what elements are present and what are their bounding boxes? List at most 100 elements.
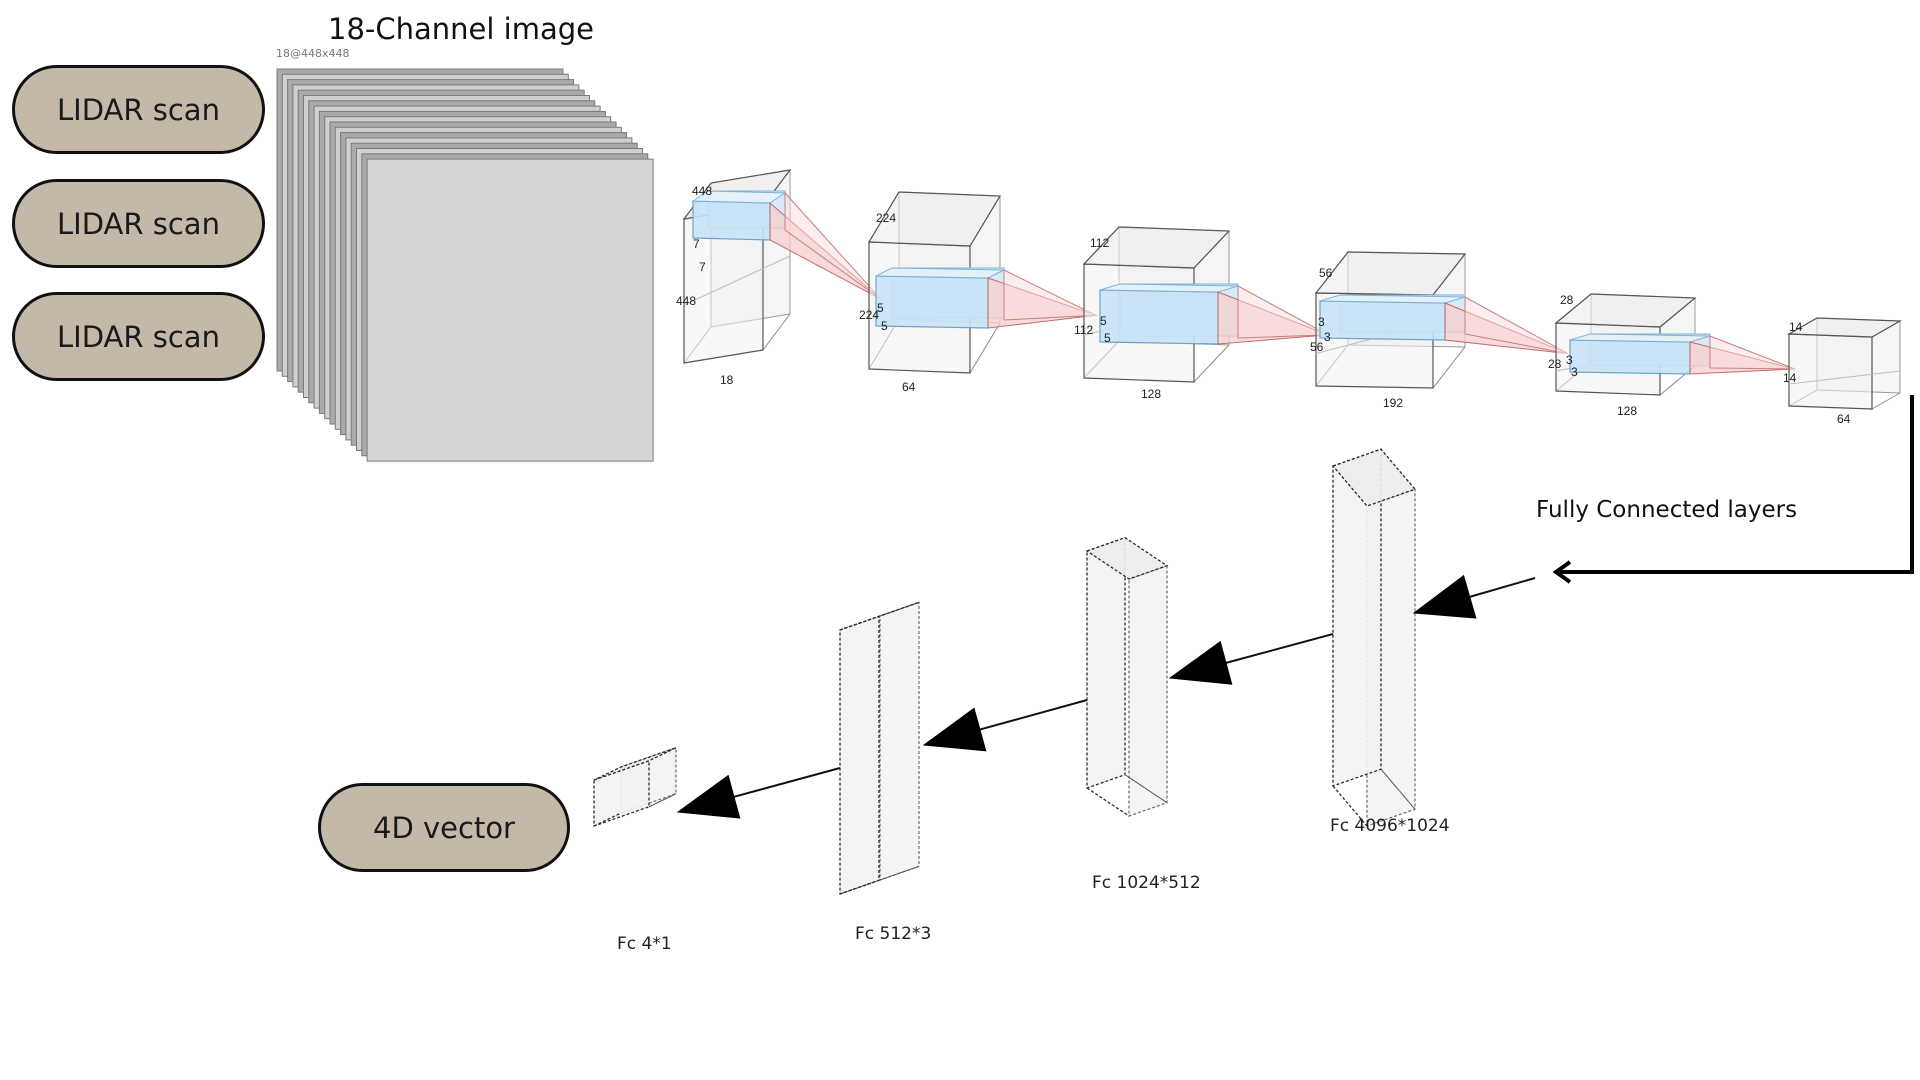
- conv-block-2-top: [867, 191, 1002, 247]
- fc-prism-1-bottom-edge: [1332, 785, 1368, 827]
- conv-height-label-5: 28: [1548, 357, 1562, 371]
- fc-arrowhead-1: [1412, 574, 1477, 619]
- conv-block-6: 14 14 64: [1783, 317, 1903, 426]
- fc-arrowhead-4: [676, 774, 741, 819]
- conv-block-5-top: [1554, 293, 1697, 328]
- fc-prism-4-front: [593, 759, 650, 827]
- fc-prism-2-bottom-edge: [1086, 787, 1130, 817]
- kernel-label-a-4: 3: [1318, 315, 1325, 329]
- image-stack: [276, 68, 654, 462]
- fc-arrowhead-2: [1168, 640, 1233, 685]
- projection-cone-back-4: [1464, 296, 1569, 355]
- conv-block-6-front: [1788, 333, 1873, 410]
- conv-width-label-5: 28: [1560, 293, 1574, 307]
- conv-depth-label-3: 128: [1141, 387, 1161, 401]
- kernel-label-b-3: 5: [1104, 331, 1111, 345]
- conv-depth-label-2: 64: [902, 380, 916, 394]
- conv-width-label-3: 112: [1090, 236, 1109, 250]
- projection-cone-back-2: [1003, 269, 1098, 321]
- fc-prism-3-bottom-edge: [839, 879, 881, 895]
- conv-height-label-4: 56: [1310, 340, 1324, 354]
- conv-block-1-midline: [683, 255, 791, 306]
- fc-prism-2-inner-edge: [1124, 774, 1168, 804]
- image-stack-title: 18-Channel image: [328, 12, 594, 46]
- kernel-5-front: [1569, 339, 1691, 375]
- fc-prism-4: [593, 746, 677, 827]
- conv-block-6-midline: [1788, 370, 1901, 385]
- fc-arrow-shaft-4: [733, 767, 841, 798]
- kernel-label-b-5: 3: [1571, 365, 1578, 379]
- kernel-2-top: [875, 267, 1005, 279]
- fc-connector-line: [1560, 395, 1914, 574]
- conv-layers: 4484481877224224645511211212855565619233…: [676, 169, 1903, 426]
- conv-block-3-edge-3: [1193, 344, 1230, 383]
- conv-width-label-1: 448: [692, 184, 712, 198]
- fc-arrowhead-3: [922, 707, 987, 752]
- lidar-scan-pill-3: LIDAR scan: [12, 292, 265, 381]
- fc-arrow-shaft-2: [1225, 633, 1334, 664]
- fc-layers: [593, 448, 1417, 895]
- conv-width-label-4: 56: [1319, 266, 1333, 280]
- fc-section-title: Fully Connected layers: [1536, 497, 1798, 523]
- fc-prism-3-front: [839, 615, 880, 895]
- image-stack-subtitle: 18@448x448: [276, 47, 350, 60]
- kernel-label-b-1: 7: [699, 260, 706, 274]
- fc-arrow-shaft-1: [1469, 577, 1536, 598]
- fc-arrow-shaft-3: [979, 699, 1088, 731]
- fc-prism-3-inner-edge: [878, 865, 920, 881]
- fc-prism-2-front: [1086, 536, 1126, 789]
- kernel-4-top: [1319, 294, 1466, 304]
- kernel-2: [875, 267, 1005, 329]
- conv-block-4: 56 56 192 33: [1310, 251, 1569, 410]
- conv-block-6-edge-3: [1871, 392, 1901, 410]
- connector-arrows: [676, 395, 1914, 819]
- fc-label-3: Fc 512*3: [855, 924, 932, 944]
- conv-height-label-2: 224: [859, 308, 879, 322]
- conv-block-6-top: [1786, 317, 1903, 338]
- kernel-3-front: [1099, 289, 1219, 345]
- kernel-3: [1099, 283, 1239, 345]
- kernel-label-a-2: 5: [877, 301, 884, 315]
- kernel-5-top: [1569, 333, 1711, 343]
- fc-prism-2-right: [1128, 564, 1168, 817]
- kernel-label-b-4: 3: [1324, 330, 1331, 344]
- kernel-label-a-1: 7: [693, 237, 700, 251]
- fc-prism-3-top: [839, 601, 920, 631]
- fc-prism-1-inner-edge: [1380, 768, 1416, 810]
- kernel-label-a-3: 5: [1100, 314, 1107, 328]
- fc-prism-3: [839, 601, 920, 895]
- fc-prism-1-top: [1331, 448, 1417, 507]
- fc-prism-4-top: [593, 747, 677, 781]
- conv-height-label-6: 14: [1783, 371, 1797, 385]
- output-vector-pill: 4D vector: [318, 783, 570, 872]
- projection-cone-back-1: [784, 191, 882, 300]
- conv-width-label-6: 14: [1789, 320, 1803, 334]
- kernel-label-b-2: 5: [881, 319, 888, 333]
- fc-label-4: Fc 4*1: [617, 934, 672, 954]
- conv-block-4-edge-3: [1432, 346, 1466, 389]
- kernel-5: [1569, 333, 1711, 375]
- channel-slice-18: [366, 158, 654, 462]
- conv-depth-label-5: 128: [1617, 404, 1637, 418]
- conv-block-3-top: [1082, 226, 1231, 269]
- kernel-1-front: [692, 200, 771, 241]
- fc-connector-arrowhead: [1552, 560, 1572, 584]
- projection-cone-back-5: [1709, 335, 1796, 370]
- conv-block-1-edge-3: [762, 313, 791, 351]
- conv-block-5: 28 28 128 33: [1548, 293, 1796, 418]
- fc-prism-1: [1331, 448, 1417, 827]
- fc-prism-3-right: [879, 601, 920, 881]
- conv-depth-label-4: 192: [1383, 396, 1403, 410]
- conv-block-2-edge-3: [969, 322, 1001, 374]
- fc-prism-2-top: [1085, 536, 1169, 580]
- conv-depth-label-1: 18: [720, 373, 734, 387]
- kernel-3-top: [1099, 283, 1239, 293]
- kernel-label-a-5: 3: [1566, 353, 1573, 367]
- conv-depth-label-6: 64: [1837, 412, 1851, 426]
- projection-cone-back-3: [1237, 285, 1330, 339]
- lidar-scan-pill-2: LIDAR scan: [12, 179, 265, 268]
- lidar-scan-pill-1: LIDAR scan: [12, 65, 265, 154]
- fc-prism-2: [1085, 536, 1169, 817]
